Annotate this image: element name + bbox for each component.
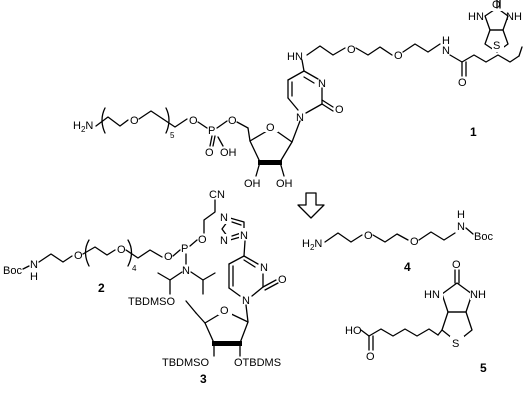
retrosynthesis-arrow <box>297 192 325 219</box>
compound-1-number: 1 <box>470 125 477 139</box>
cyanoethyl-oxygen-label: O <box>198 234 207 246</box>
tbdms-2prime-label: OTBDMS <box>234 357 281 369</box>
carbamate-n-label-4: N <box>457 221 465 233</box>
biotin-oxo-label-5: O <box>452 259 461 271</box>
biotin-nh-right-label: NH <box>506 11 522 23</box>
boc-label-4: Boc <box>474 231 493 243</box>
phosphoramidite-p-label: P <box>181 243 188 255</box>
c2-oxo-label: O <box>278 274 287 286</box>
five-prime-oxygen-label: O <box>228 115 237 127</box>
n4-amine-label: HN <box>287 51 303 63</box>
amide-nitrogen-label: N <box>442 45 450 57</box>
phosphorus-label: P <box>208 125 215 137</box>
peg-oxygen-2-label: O <box>117 244 126 256</box>
biotin-oxo-label: O <box>492 0 501 11</box>
peg-oxygen-1-label: O <box>74 250 83 262</box>
amide-hydrogen-label: H <box>442 35 450 47</box>
compound-5-number: 5 <box>480 361 487 375</box>
compound-5: HO O O HN NH S 5 <box>345 259 487 375</box>
acid-carbonyl-oxygen-label: O <box>366 351 375 363</box>
biotin-nh-left-label-5: HN <box>424 289 440 301</box>
ether-oxygen-1-label: O <box>364 230 373 242</box>
repeat-count-5: 5 <box>170 131 175 140</box>
biotin-sulfur-label-5: S <box>452 338 459 350</box>
compound-1: H2N O 5 O P O OH O O OH OH N <box>73 0 523 190</box>
biotin-nh-left-label: HN <box>468 11 484 23</box>
phosphate-hydroxyl-label: OH <box>220 147 237 159</box>
ribose-oxygen-label-3: O <box>220 305 229 317</box>
n1-ring-label: N <box>242 295 250 307</box>
compound-3: N N N N O N O TBDMSO TBDMSO OTBDMS 3 <box>128 211 287 386</box>
biotin-nh-right-label-5: NH <box>470 289 486 301</box>
tbdms-5prime-label: TBDMSO <box>128 296 176 308</box>
compound-2: Boc N H O O 4 O P O CN N 2 <box>3 189 225 295</box>
carbamate-h-label-4: H <box>457 209 465 221</box>
compound-4-number: 4 <box>404 260 411 274</box>
peg-oxygen-label: O <box>130 115 139 127</box>
triazole-n-bottom-label: N <box>220 235 228 247</box>
tbdms-3prime-label: TBDMSO <box>162 357 210 369</box>
diisopropylamino-n-label: N <box>182 265 190 277</box>
boc-label: Boc <box>3 265 22 277</box>
peg-oxygen-3-label: O <box>164 251 173 263</box>
carbamate-nitrogen-label: N <box>30 259 38 271</box>
three-prime-hydroxyl-label: OH <box>276 178 293 190</box>
compound-2-number: 2 <box>98 281 105 295</box>
amine-label: H2N <box>73 120 93 134</box>
biotin-sulfur-label: S <box>493 40 500 52</box>
linker-oxygen-label: O <box>189 115 198 127</box>
amine-label-4: H2N <box>302 238 322 252</box>
linker-oxygen-a-label: O <box>347 44 356 56</box>
nitrile-label: CN <box>209 189 225 201</box>
triazole-n-top-label: N <box>220 212 228 224</box>
amide-oxygen-label: O <box>458 77 467 89</box>
compound-3-number: 3 <box>200 372 207 386</box>
carbamate-hydrogen-label: H <box>30 271 38 283</box>
compound-4: H2N O O N H Boc 4 <box>302 209 493 274</box>
phosphoryl-oxygen-label: O <box>205 147 214 159</box>
ether-oxygen-2-label: O <box>410 236 419 248</box>
two-prime-hydroxyl-label: OH <box>244 178 261 190</box>
cytosine-oxo-label: O <box>335 104 344 116</box>
repeat-count-4: 4 <box>132 264 137 273</box>
acid-hydroxyl-label: HO <box>345 325 362 337</box>
n1-label: N <box>296 112 304 124</box>
linker-oxygen-b-label: O <box>394 50 403 62</box>
ribose-oxygen-label: O <box>266 122 275 134</box>
n3-label: N <box>318 78 326 90</box>
n3-ring-label: N <box>260 262 268 274</box>
triazole-n-attach-label: N <box>240 230 248 242</box>
